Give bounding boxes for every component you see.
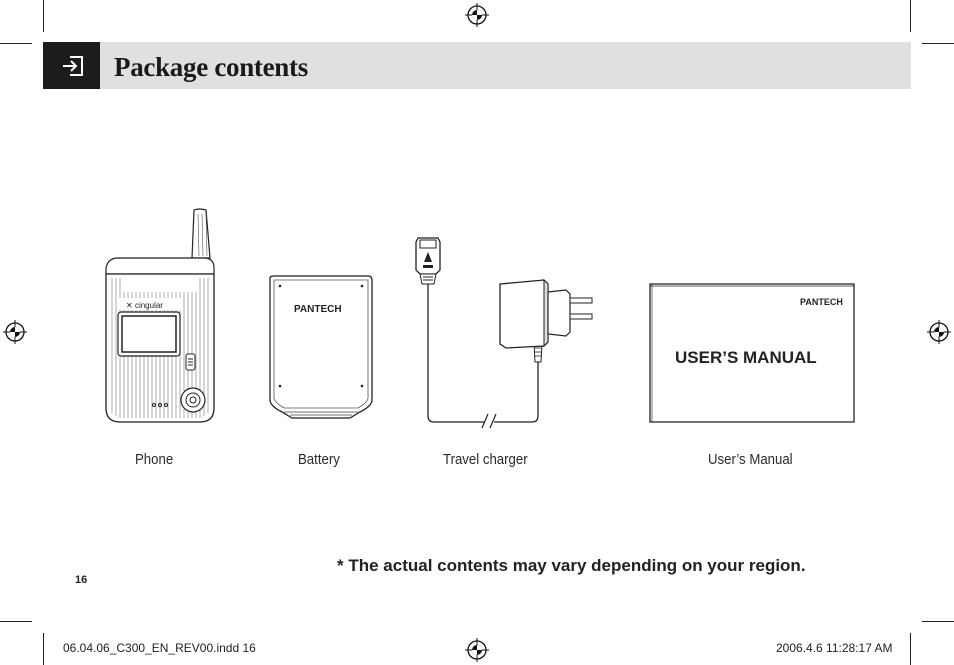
item-label-travel-charger: Travel charger [443,451,528,468]
crop-mark-bottom-right-v [910,633,911,665]
crop-mark-bottom-right-h [922,621,954,622]
package-enter-icon [63,56,83,76]
region-note: * The actual contents may vary depending… [337,556,806,575]
footer-date: 2006.4.6 11:28:17 AM [776,641,893,655]
section-icon-box [43,42,100,89]
svg-text:USER’S MANUAL: USER’S MANUAL [675,348,817,367]
page-title: Package contents [114,52,308,82]
registration-mark-top-icon [465,3,489,27]
item-label-phone: Phone [135,451,174,468]
phone-illustration: ✕ cingular [105,208,215,423]
manual-illustration: PANTECH USER’S MANUAL [649,283,855,423]
charger-illustration [415,237,593,429]
registration-mark-left-icon [3,320,27,344]
registration-mark-right-icon [927,320,951,344]
crop-mark-top-right-v [910,0,911,32]
svg-text:PANTECH: PANTECH [294,304,342,315]
svg-text:PANTECH: PANTECH [800,297,843,307]
crop-mark-bottom-left-h [0,621,32,622]
item-label-battery: Battery [298,451,340,468]
crop-mark-top-left-h [0,43,32,44]
battery-illustration: PANTECH [269,275,373,419]
page-number: 16 [75,574,88,586]
svg-text:✕ cingular: ✕ cingular [126,301,163,310]
section-header-bar [43,42,911,89]
registration-mark-bottom-icon [465,638,489,662]
crop-mark-top-left-v [43,0,44,32]
crop-mark-bottom-left-v [43,633,44,665]
item-label-users-manual: User’s Manual [708,451,793,468]
crop-mark-top-right-h [922,43,954,44]
footer-file-name: 06.04.06_C300_EN_REV00.indd 16 [63,641,256,655]
